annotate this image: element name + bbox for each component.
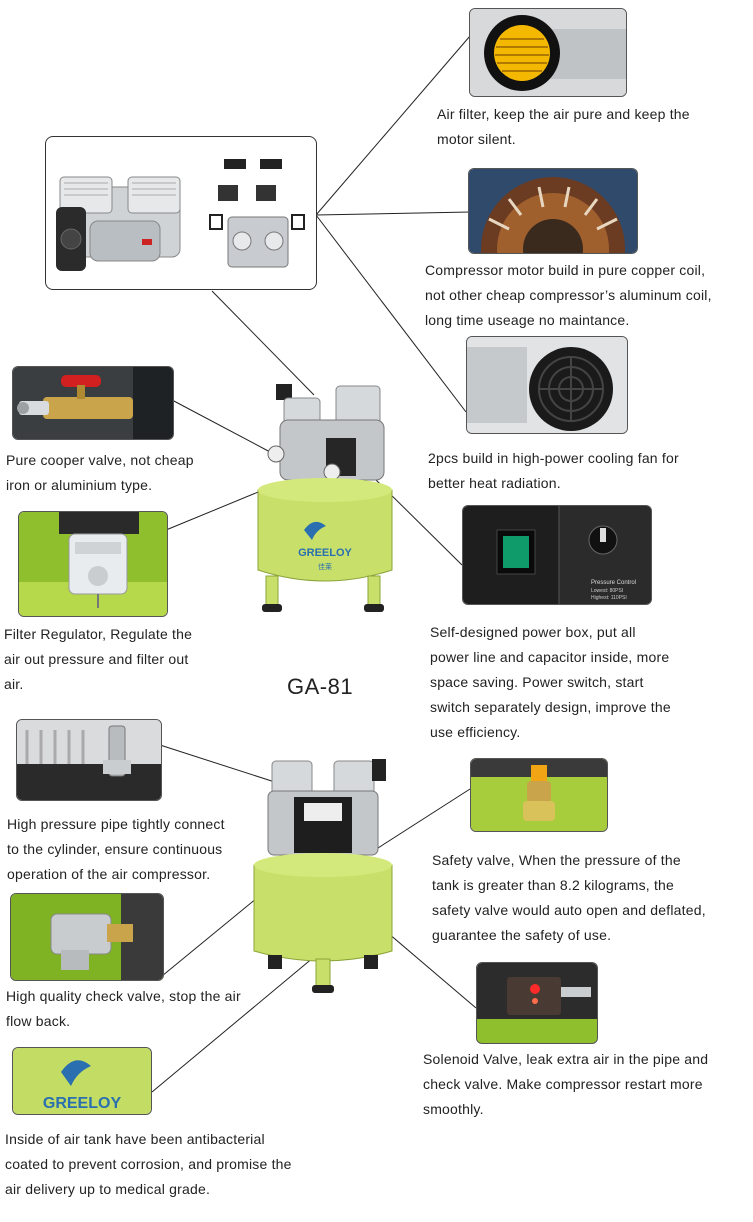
tank-brand-tagline: 佳莱 [318, 562, 332, 571]
model-label: GA-81 [287, 674, 354, 699]
greeloy-logo-icon [304, 521, 326, 540]
cooling-fan-photo [466, 336, 628, 434]
pump-exploded-view [45, 136, 317, 290]
tank-brand-text: GREELOY [298, 547, 352, 559]
copper-coil-motor-photo [468, 168, 638, 254]
solenoid-caption: Solenoid Valve, leak extra air in the pi… [423, 1051, 709, 1117]
air-filter-caption: Air filter, keep the air pure and keep t… [437, 106, 690, 147]
tank-logo-text: GREELOY [43, 1095, 122, 1112]
pump-illustration [56, 159, 305, 271]
power-box-label-2: Lowest: 80PSI [591, 588, 623, 594]
power-box-label-3: Highest: 110PSI [591, 595, 627, 601]
solenoid-valve-photo [476, 962, 598, 1044]
filter-regulator-photo [18, 511, 168, 617]
high-pressure-pipe-photo [16, 719, 162, 801]
copper-valve-photo [12, 366, 174, 440]
tank-logo-photo: GREELOY [12, 1047, 152, 1115]
power-box-photo: Pressure Control Lowest: 80PSI Highest: … [462, 505, 652, 605]
tank-logo-icon [61, 1060, 91, 1086]
compressor-front-view: GREELOY 佳莱 [257, 384, 393, 612]
compressor-back-view [253, 759, 393, 993]
safety-valve-photo [470, 758, 608, 832]
fan-caption: 2pcs build in high-power cooling fan for… [428, 450, 679, 491]
motor-caption: Compressor motor build in pure copper co… [425, 262, 712, 328]
tank-caption: Inside of air tank have been antibacteri… [5, 1131, 292, 1197]
air-filter-photo [469, 8, 627, 97]
check-valve-photo [10, 893, 164, 981]
power-box-label-1: Pressure Control [591, 580, 636, 586]
